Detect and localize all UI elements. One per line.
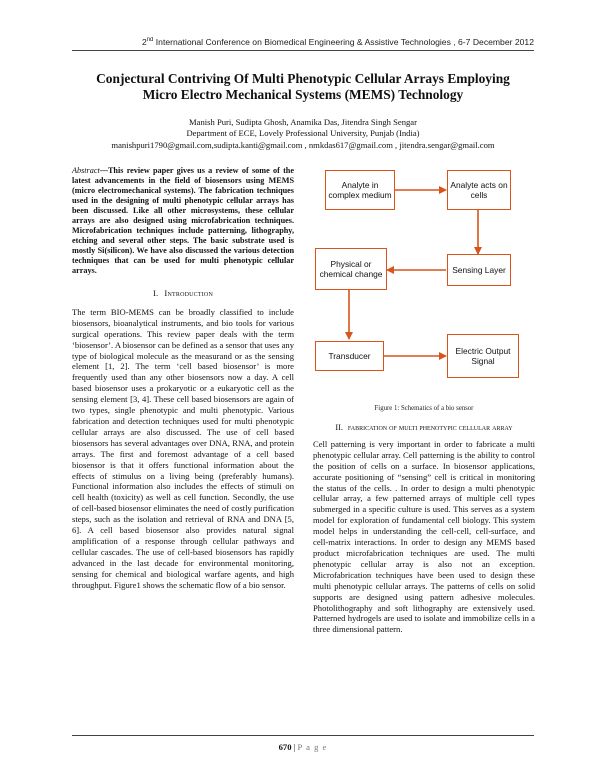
box-sensing-layer: Sensing Layer [447, 254, 511, 286]
page-word: P a g e [297, 742, 328, 752]
paper-title: Conjectural Contriving Of Multi Phenotyp… [72, 71, 534, 103]
affiliation: Department of ECE, Lovely Professional U… [186, 128, 420, 138]
footer-separator: | [291, 742, 298, 752]
box-analyte-complex-medium: Analyte in complex medium [325, 170, 395, 210]
box-transducer: Transducer [315, 341, 384, 371]
section-1-heading: I. Introduction [72, 288, 294, 299]
abstract-text: —This review paper gives us a review of … [72, 166, 294, 275]
right-column: Analyte in complex medium Analyte acts o… [313, 166, 535, 635]
header-ordinal-suffix: nd [146, 37, 154, 44]
header-ordinal: 2 [141, 37, 147, 47]
footer-rule [72, 735, 534, 736]
abstract-lead: Abstract [72, 166, 100, 175]
page-number: 670 [278, 742, 292, 752]
section-2-number: II. [335, 422, 343, 432]
author-emails: manishpuri1790@gmail.com,sudipta.kanti@g… [111, 140, 495, 150]
abstract: Abstract—This review paper gives us a re… [72, 166, 294, 276]
section-2-body: Cell patterning is very important in ord… [313, 438, 535, 635]
title-line-1: Conjectural Contriving Of Multi Phenotyp… [96, 71, 510, 86]
figure-caption: Figure 1: Schematics of a bio sensor [374, 405, 474, 412]
title-line-2: Micro Electro Mechanical Systems (MEMS) … [142, 87, 464, 102]
section-1-body: The term BIO-MEMS can be broadly classif… [72, 306, 294, 590]
header-rule [72, 50, 534, 51]
author-list: Manish Puri, Sudipta Ghosh, Anamika Das,… [189, 117, 417, 127]
page-footer: 670 | P a g e [72, 742, 534, 752]
box-analyte-acts-on-cells: Analyte acts on cells [447, 170, 511, 210]
section-1-title: Introduction [164, 288, 213, 298]
section-1-number: I. [152, 288, 159, 298]
conference-header: 2nd International Conference on Biomedic… [72, 37, 534, 55]
biosensor-flow-diagram: Analyte in complex medium Analyte acts o… [313, 166, 535, 398]
header-text: International Conference on Biomedical E… [153, 37, 534, 47]
left-column: Abstract—This review paper gives us a re… [72, 166, 294, 590]
section-2-heading: II. Fabrication of multi phenotypic cellu… [313, 423, 535, 433]
flow-arrows [345, 186, 482, 360]
box-physical-chemical-change: Physical or chemical change [315, 248, 387, 290]
box-electric-output-signal: Electric Output Signal [447, 334, 519, 378]
section-2-title: Fabrication of multi phenotypic cellular… [347, 422, 513, 432]
